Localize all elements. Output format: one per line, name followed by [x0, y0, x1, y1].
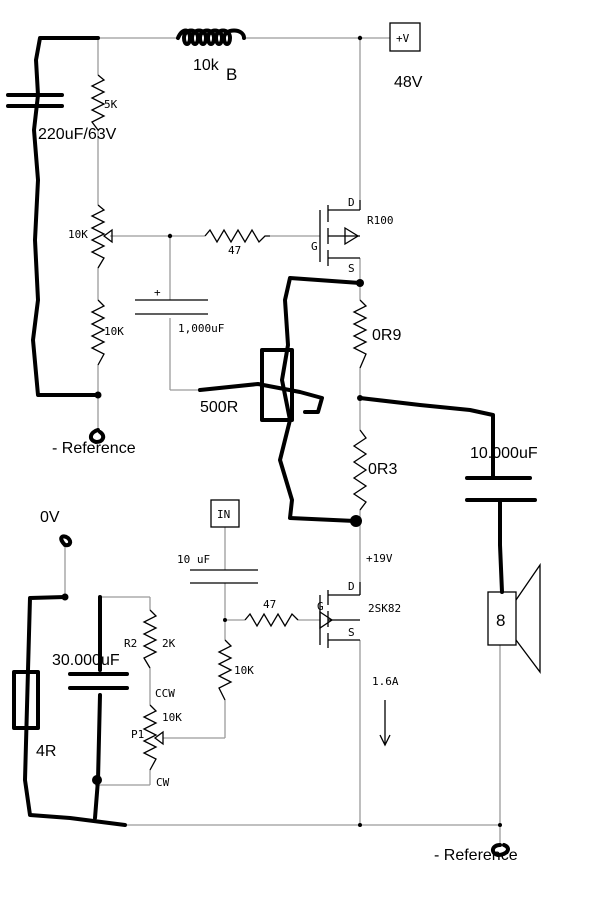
ref-terminal-top [89, 428, 106, 444]
junction-dot [223, 618, 227, 622]
handdrawn-to-10000uf [358, 396, 495, 480]
junction-dot [357, 395, 363, 401]
junction-dot [356, 279, 364, 287]
cw-label: CW [156, 776, 170, 789]
speaker-cone [515, 562, 541, 674]
current-arrow-head [379, 734, 391, 747]
r-r2-label: R2 [124, 637, 137, 650]
r-4r-label: 4R [36, 743, 56, 760]
r-0r3-label: 0R3 [368, 461, 397, 478]
speaker-value-label: 8 [496, 611, 505, 630]
mosfet-top-arrow [344, 226, 360, 246]
resistor-47-bottom [244, 612, 299, 628]
handdrawn-500r-wiper [198, 382, 324, 414]
junction-dot [498, 823, 502, 827]
inductor-10k [176, 28, 246, 46]
junction-dot [167, 233, 173, 239]
junction-dot [357, 35, 363, 41]
pot-10k-bottom-label: 10K [162, 711, 182, 724]
r-5k-label: 5K [104, 98, 118, 111]
r-500r-label: 500R [200, 399, 238, 416]
handdrawn-to-speaker [498, 500, 504, 594]
r-47-top-label: 47 [228, 244, 241, 257]
resistor-5k [90, 74, 106, 131]
resistor-0r9 [352, 299, 368, 369]
p1-label: P1 [131, 728, 144, 741]
pot-p1-wiper [153, 730, 164, 746]
mosfet-bot-g-label: G [317, 600, 324, 613]
handdrawn-cap-loop [31, 36, 100, 397]
inductor-label: 10k [193, 57, 220, 74]
junction-dot [61, 593, 69, 601]
supply-box [389, 22, 421, 52]
plus-19v-label: +19V [366, 552, 393, 565]
zero-v-terminal [59, 534, 73, 548]
components [6, 22, 541, 857]
junction-dot [358, 823, 362, 827]
ccw-label: CCW [155, 687, 175, 700]
r-2k-label: 2K [162, 637, 176, 650]
handdrawn-500r-loop [278, 276, 362, 523]
mosfet-top-g-label: G [311, 240, 318, 253]
in-box-label: IN [217, 508, 230, 521]
resistor-r2 [142, 609, 158, 669]
input-box [210, 499, 240, 528]
junction-dot [92, 775, 102, 785]
mosfet-top-name-label: R100 [367, 214, 394, 227]
handdrawn-4r-loop [23, 595, 127, 827]
handdrawn-4r-body [12, 670, 40, 730]
labels: +V 48V 10k B 220uF/63V 5K 10K 10K 47 1,0… [36, 32, 538, 864]
pot-10k-top-wiper [102, 228, 113, 244]
handdrawn-500r-body [260, 348, 294, 422]
mosfet-top-d-label: D [348, 196, 355, 209]
resistor-0r3 [352, 429, 368, 511]
supply-voltage-label: 48V [394, 74, 423, 91]
pot-10k-top-label: 10K [68, 228, 88, 241]
mosfet-bot-s-label: S [348, 626, 355, 639]
resistor-10k-bottom [217, 639, 233, 701]
ref-bottom-label: - Reference [434, 847, 518, 864]
mosfet-bot-d-label: D [348, 580, 355, 593]
speaker-body [487, 591, 517, 646]
ref-terminal-bottom [491, 843, 510, 857]
resistor-47-top [204, 228, 270, 244]
supply-box-label: +V [396, 32, 410, 45]
mosfet-bot-name-label: 2SK82 [368, 602, 401, 615]
cap-1000-plus-label: + [154, 286, 161, 299]
r-0r9-label: 0R9 [372, 327, 401, 344]
current-label: 1.6A [372, 675, 399, 688]
handdrawn-wires [12, 36, 504, 827]
junction-dot [94, 391, 102, 399]
cap-30000-label: 30.000uF [52, 652, 120, 669]
pot-10k-top [90, 204, 106, 269]
r-47-bottom-label: 47 [263, 598, 276, 611]
r-10k-bottom-label: 10K [234, 664, 254, 677]
cap-220uf-label: 220uF/63V [38, 126, 117, 143]
cap-1000-label: 1,000uF [178, 322, 224, 335]
ref-top-label: - Reference [52, 440, 136, 457]
r-10k-top-label: 10K [104, 325, 124, 338]
inductor-suffix-label: B [226, 65, 237, 84]
wires [64, 37, 501, 845]
junction-dot [350, 515, 362, 527]
zero-v-label: 0V [40, 509, 60, 526]
mosfet-top-s-label: S [348, 262, 355, 275]
pot-p1 [142, 704, 158, 771]
cap-10uf-label: 10 uF [177, 553, 210, 566]
mosfet-bot-arrow [319, 610, 334, 630]
cap-10000-label: 10.000uF [470, 445, 538, 462]
resistor-10k-top [90, 299, 106, 366]
